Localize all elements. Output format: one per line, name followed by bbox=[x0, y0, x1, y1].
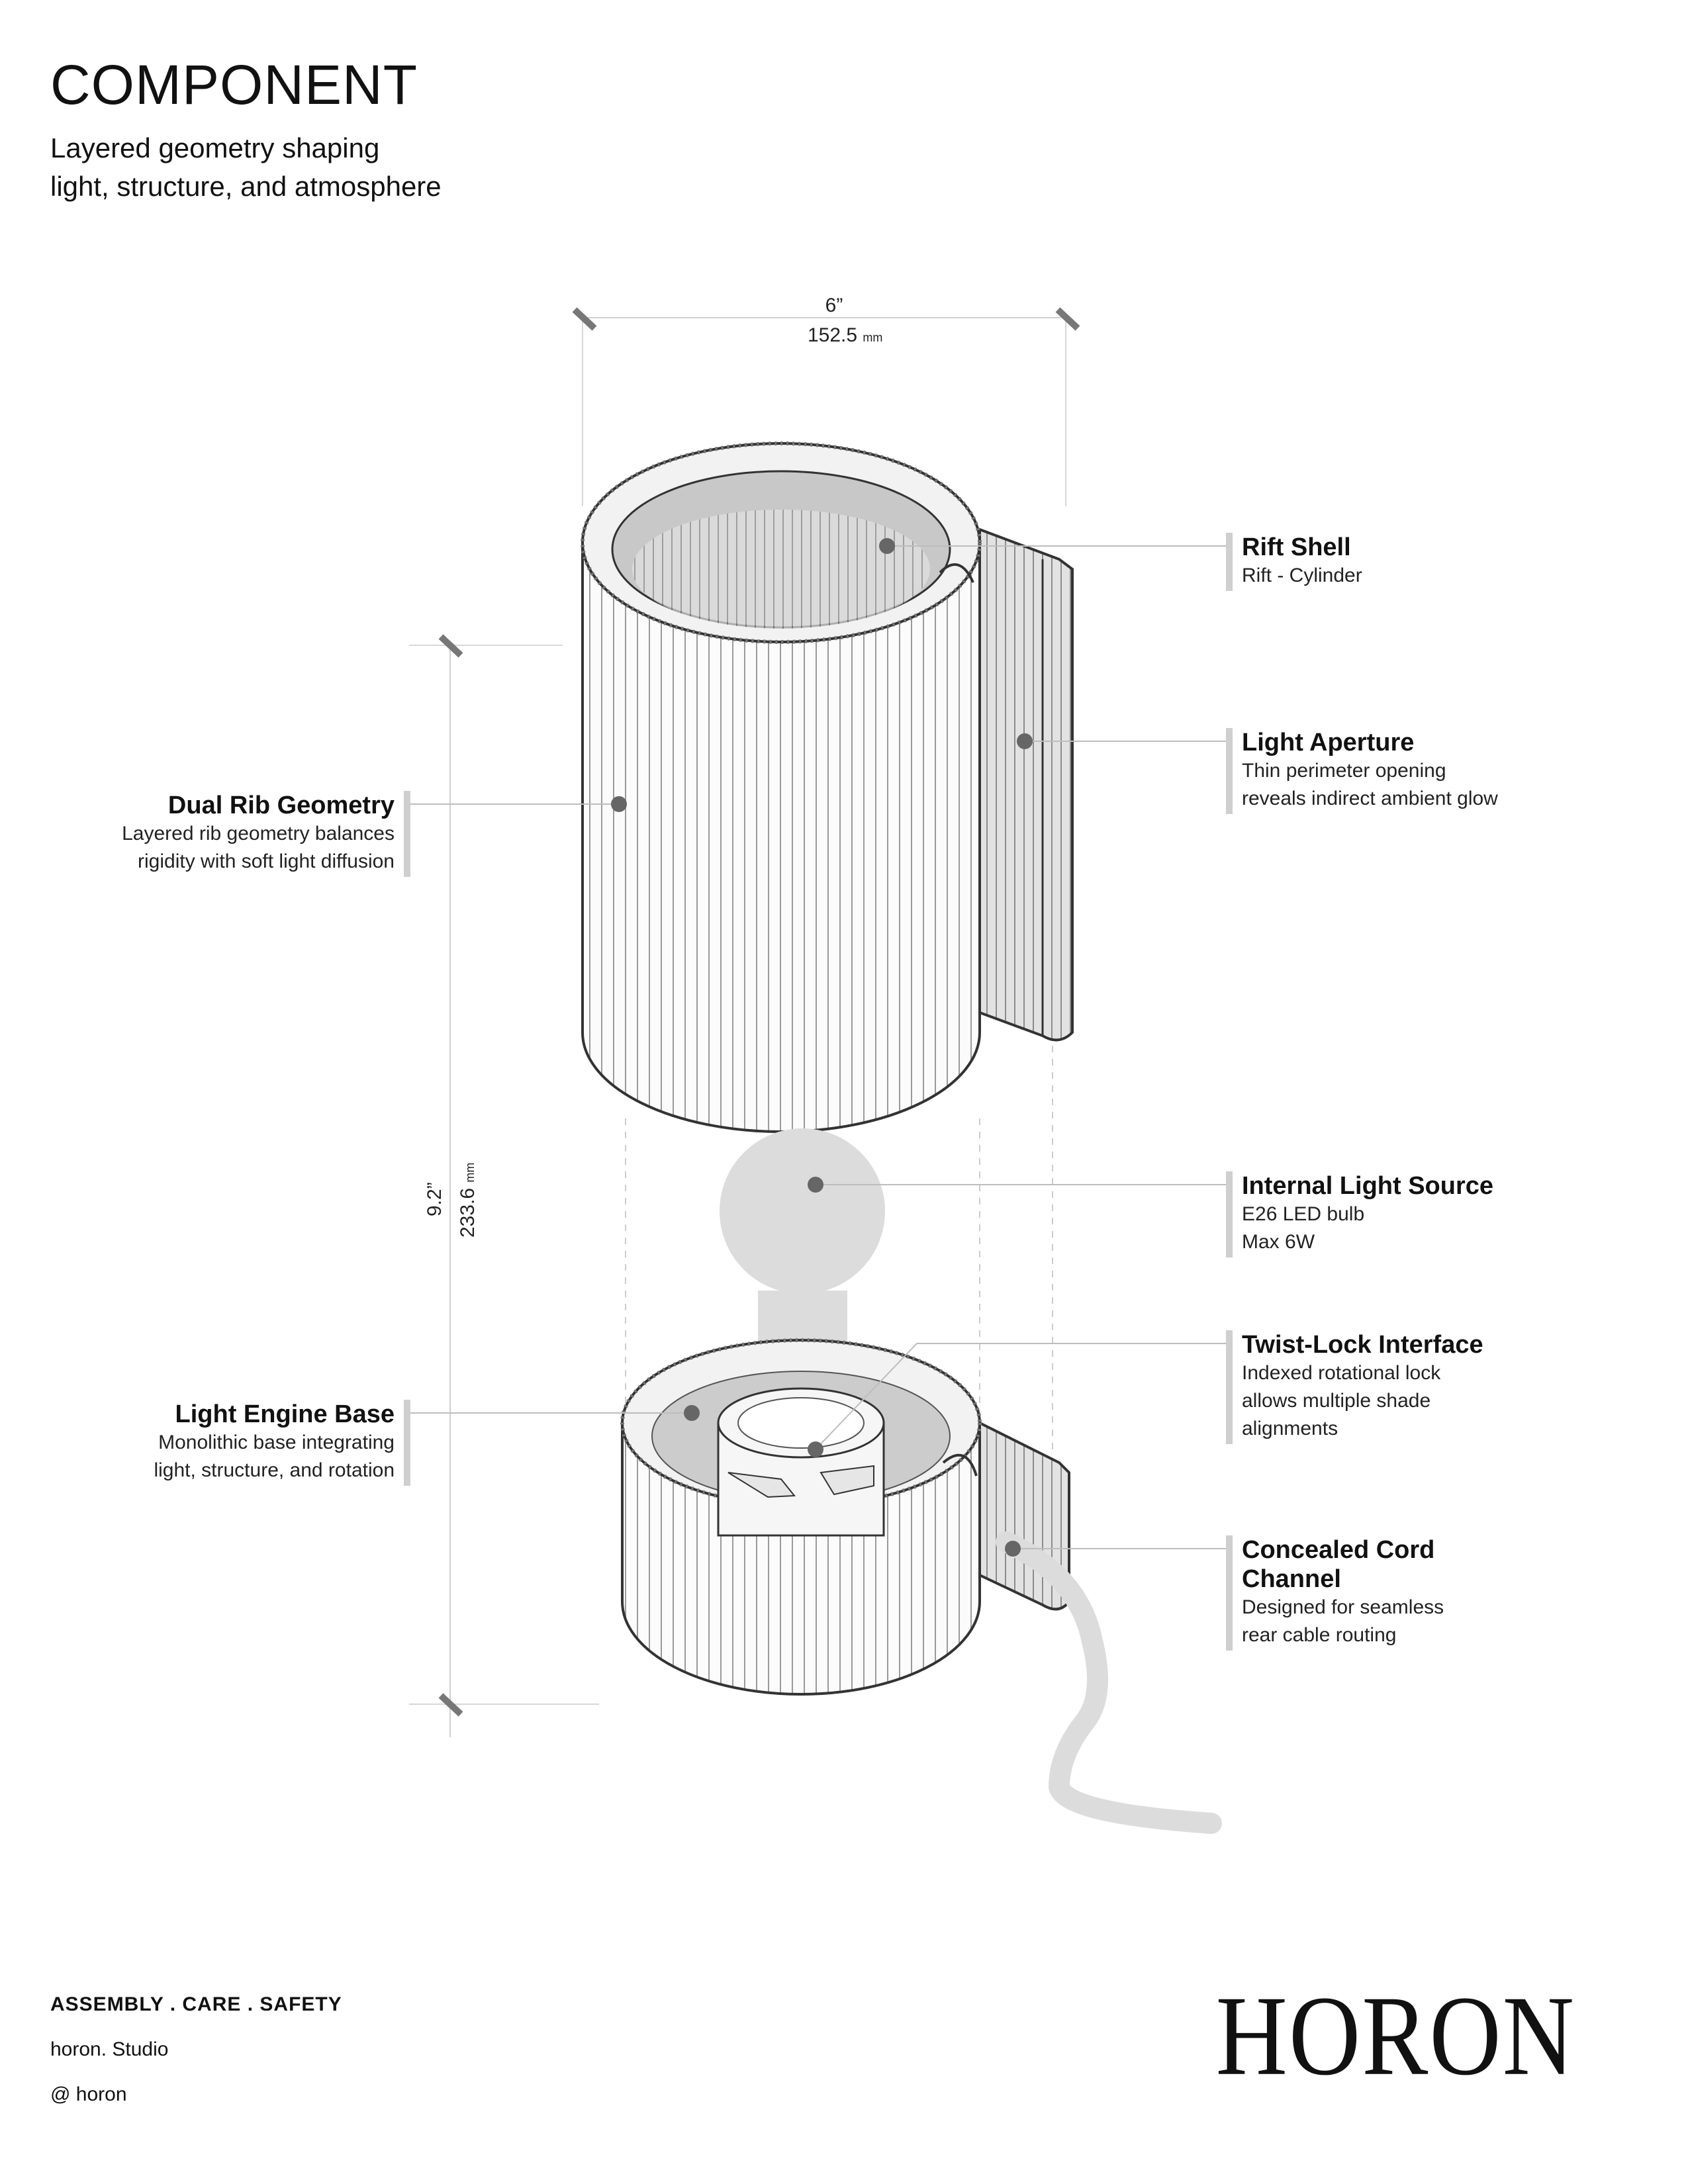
footer-heading: ASSEMBLY . CARE . SAFETY bbox=[50, 1993, 342, 2015]
callout-desc-line: allows multiple shade bbox=[1242, 1390, 1431, 1412]
footer-studio-name: horon. Studio bbox=[50, 2038, 169, 2060]
callout-desc-line: rigidity with soft light diffusion bbox=[138, 850, 395, 872]
callout-bar bbox=[1226, 533, 1233, 591]
callout-desc-line: alignments bbox=[1242, 1418, 1338, 1439]
callout-dual-rib-geometry: Dual Rib Geometry Layered rib geometry b… bbox=[13, 791, 410, 877]
brand-logo: HORON bbox=[1215, 1972, 1575, 2099]
callout-desc-line: Thin perimeter opening bbox=[1242, 760, 1446, 782]
callout-desc-line: Rift - Cylinder bbox=[1242, 565, 1362, 586]
callout-twist-lock-interface: Twist-Lock Interface Indexed rotational … bbox=[1226, 1330, 1623, 1444]
callout-title: Channel bbox=[1242, 1565, 1341, 1593]
width-metric-value: 152.5 bbox=[808, 324, 858, 346]
callout-title: Light Engine Base bbox=[175, 1400, 395, 1428]
callout-bar bbox=[404, 791, 410, 877]
callout-desc-line: Indexed rotational lock bbox=[1242, 1362, 1441, 1384]
callout-desc-line: rear cable routing bbox=[1242, 1624, 1397, 1646]
height-metric-unit: mm bbox=[463, 1162, 477, 1183]
callout-markers bbox=[611, 538, 1033, 1557]
callout-bar bbox=[1226, 1535, 1233, 1651]
height-metric-label: 233.6 mm bbox=[457, 1163, 479, 1238]
subtitle-line-1: Layered geometry shaping bbox=[50, 132, 380, 163]
callout-bar bbox=[1226, 728, 1233, 814]
projection-lines bbox=[625, 1032, 1053, 1456]
subtitle-line-2: light, structure, and atmosphere bbox=[50, 171, 442, 202]
callout-desc-line: Max 6W bbox=[1242, 1231, 1315, 1253]
callout-desc-line: E26 LED bulb bbox=[1242, 1203, 1365, 1225]
callout-rift-shell: Rift Shell Rift - Cylinder bbox=[1226, 533, 1623, 591]
twist-lock-marker bbox=[808, 1441, 823, 1457]
width-imperial-label: 6” bbox=[825, 295, 843, 316]
cord-channel-marker bbox=[1005, 1541, 1021, 1557]
callout-light-aperture: Light Aperture Thin perimeter opening re… bbox=[1226, 728, 1623, 814]
light-engine-base-marker bbox=[684, 1405, 700, 1421]
dual-rib-marker bbox=[611, 796, 627, 812]
light-aperture-marker bbox=[1017, 733, 1033, 749]
callout-desc-line: Monolithic base integrating bbox=[158, 1432, 395, 1453]
callout-desc-line: light, structure, and rotation bbox=[154, 1459, 395, 1481]
callout-concealed-cord-channel: Concealed Cord Channel Designed for seam… bbox=[1226, 1535, 1623, 1651]
callout-light-engine-base: Light Engine Base Monolithic base integr… bbox=[13, 1400, 410, 1486]
callout-desc-line: Designed for seamless bbox=[1242, 1596, 1444, 1618]
light-engine-base-illustration bbox=[620, 1338, 1070, 1696]
callout-bar bbox=[1226, 1330, 1233, 1444]
rift-shell-illustration bbox=[581, 441, 1074, 1133]
callout-desc-line: reveals indirect ambient glow bbox=[1242, 788, 1498, 809]
height-dimension bbox=[409, 634, 599, 1737]
height-metric-value: 233.6 bbox=[457, 1187, 479, 1238]
width-dimension bbox=[572, 307, 1080, 506]
page-title: COMPONENT bbox=[50, 54, 418, 116]
height-imperial-label: 9.2” bbox=[424, 1182, 445, 1216]
width-metric-unit: mm bbox=[863, 331, 883, 344]
rift-shell-marker bbox=[879, 538, 895, 554]
callout-title: Internal Light Source bbox=[1242, 1172, 1494, 1200]
leader-lines bbox=[410, 545, 1226, 1549]
callout-title: Twist-Lock Interface bbox=[1242, 1331, 1483, 1359]
callout-title: Rift Shell bbox=[1242, 533, 1351, 561]
width-metric-label: 152.5 mm bbox=[808, 324, 882, 347]
callout-internal-light-source: Internal Light Source E26 LED bulb Max 6… bbox=[1226, 1171, 1623, 1257]
callout-title: Dual Rib Geometry bbox=[167, 792, 395, 819]
callout-bar bbox=[1226, 1171, 1233, 1257]
callout-title: Light Aperture bbox=[1242, 729, 1415, 756]
power-cord bbox=[996, 1531, 1222, 1834]
callout-desc-line: Layered rib geometry balances bbox=[122, 823, 395, 844]
light-source-marker bbox=[808, 1177, 823, 1193]
callout-title: Concealed Cord bbox=[1242, 1536, 1435, 1564]
footer-social-handle: @ horon bbox=[50, 2083, 127, 2105]
callout-bar bbox=[404, 1400, 410, 1486]
